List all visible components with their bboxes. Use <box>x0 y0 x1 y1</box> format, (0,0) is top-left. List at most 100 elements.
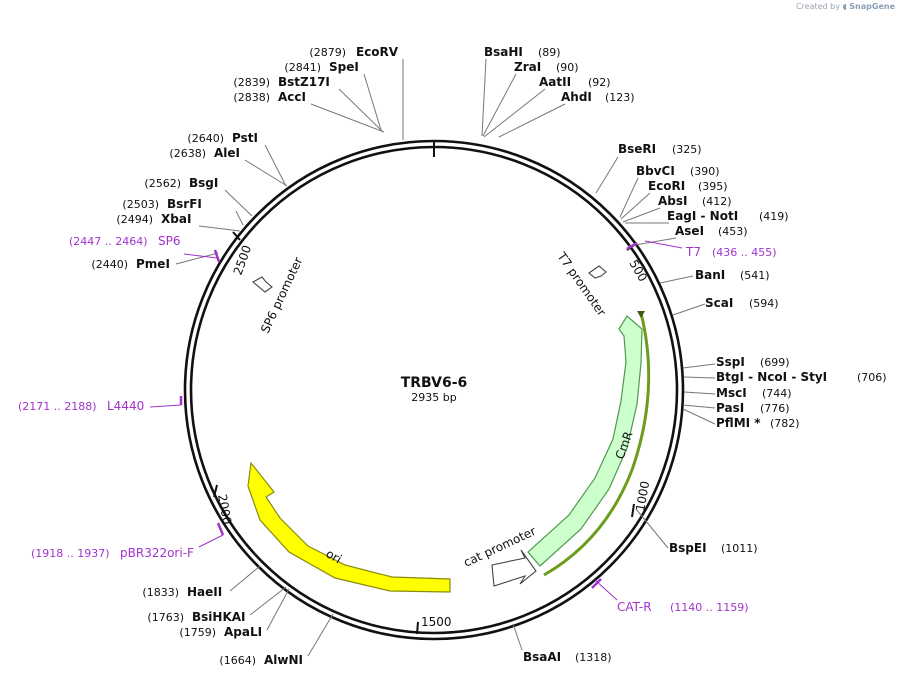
feature-sp6-promoter[interactable]: SP6 promoter <box>252 255 305 335</box>
tick-1500 <box>416 621 419 635</box>
alei-name: AleI <box>214 146 240 160</box>
t7-promoter-label: T7 promoter <box>554 249 609 319</box>
watermark-brand: SnapGene <box>849 2 895 11</box>
leader-absi <box>622 207 661 223</box>
zrai-name: ZraI <box>514 60 541 74</box>
alwni-position: (1664) <box>219 654 256 667</box>
bseri-position: (325) <box>672 143 702 156</box>
leader-psti <box>264 144 287 187</box>
sp6-primer-mark <box>213 249 221 263</box>
cmr-line-arrowhead <box>637 311 645 318</box>
pasi-name: PasI <box>716 401 744 415</box>
t7-primer-range: (436 .. 455) <box>712 246 777 259</box>
acci-name: AccI <box>278 90 306 104</box>
cat-r-primer-range: (1140 .. 1159) <box>670 601 749 614</box>
bsaai-name: BsaAI <box>523 650 561 664</box>
eagi-noti-name: EagI - NotI <box>667 209 738 223</box>
bsaai-position: (1318) <box>575 651 612 664</box>
pmei-name: PmeI <box>136 257 170 271</box>
tick-2000 <box>213 484 218 498</box>
pasi-position: (776) <box>760 402 790 415</box>
leader-bsgi <box>224 189 253 217</box>
msci-position: (744) <box>762 387 792 400</box>
watermark-prefix: Created by <box>795 2 840 11</box>
psti-position: (2640) <box>187 132 224 145</box>
sspi-name: SspI <box>716 355 745 369</box>
cat-promoter-arrow <box>491 549 537 587</box>
bsahi-name: BsaHI <box>484 45 523 59</box>
leader-bani <box>659 275 694 284</box>
pmei-position: (2440) <box>91 258 128 271</box>
plasmid-size: 2935 bp <box>411 391 456 404</box>
bstz17i-position: (2839) <box>233 76 270 89</box>
leader-zrai <box>482 73 517 137</box>
aatii-name: AatII <box>539 75 571 89</box>
apali-position: (1759) <box>179 626 216 639</box>
leader-bsihkai <box>249 586 287 616</box>
pbr322ori-f-primer-range: (1918 .. 1937) <box>31 547 110 560</box>
xbai-position: (2494) <box>116 213 153 226</box>
ahdi-position: (123) <box>605 91 635 104</box>
zrai-position: (90) <box>556 61 579 74</box>
bsahi-position: (89) <box>538 46 561 59</box>
feature-cmr[interactable]: CmR <box>527 315 643 567</box>
scai-name: ScaI <box>705 296 733 310</box>
sp6-primer-range: (2447 .. 2464) <box>69 235 148 248</box>
ecori-position: (395) <box>698 180 728 193</box>
leader-pmei <box>175 252 219 265</box>
leader-scai <box>672 303 706 316</box>
feature-ori[interactable]: ori <box>247 461 451 593</box>
btgi-ncoi-styi-position: (706) <box>857 371 887 384</box>
bsgi-name: BsgI <box>189 176 218 190</box>
eagi-noti-position: (419) <box>759 210 789 223</box>
pbr322ori-f-primer-name: pBR322ori-F <box>120 546 194 560</box>
apali-name: ApaLI <box>224 625 262 639</box>
scai-position: (594) <box>749 297 779 310</box>
leader-aatii <box>483 88 546 138</box>
leader-pasi <box>682 404 716 409</box>
t7-primer-mark <box>626 241 638 251</box>
cat-r-primer-name: CAT-R <box>617 600 652 614</box>
leader-ahdi <box>498 103 566 138</box>
bspei-position: (1011) <box>721 542 758 555</box>
btgi-ncoi-styi-name: BtgI - NcoI - StyI <box>716 370 827 384</box>
leader-ecori <box>620 192 651 220</box>
leader-acci <box>310 103 385 133</box>
leader-bsaai <box>512 623 523 651</box>
tick-label-1000: 1000 <box>633 480 652 513</box>
feature-cat-promoter[interactable]: cat promoter <box>461 524 538 587</box>
leader-pflmi <box>682 408 716 425</box>
acci-position: (2838) <box>233 91 270 104</box>
asei-position: (453) <box>718 225 748 238</box>
msci-name: MscI <box>716 386 747 400</box>
haeii-name: HaeII <box>187 585 222 599</box>
leader-bsrfi <box>235 210 244 226</box>
t7-promoter-arrow <box>588 265 607 279</box>
leader-spei <box>363 73 382 131</box>
ecori-name: EcoRI <box>648 179 685 193</box>
sp6-primer-leader <box>183 253 218 259</box>
pbr322ori-primer-mark <box>216 522 225 536</box>
leader-bseri <box>595 156 619 194</box>
bbvci-position: (390) <box>690 165 720 178</box>
primer-labels: T7 (436 .. 455) CAT-R (1140 .. 1159) (19… <box>18 234 777 614</box>
ori-arrow <box>247 461 451 593</box>
tick-1000 <box>631 503 635 518</box>
feature-t7-promoter[interactable]: T7 promoter <box>554 249 609 319</box>
leader-bsahi <box>481 58 487 137</box>
spei-name: SpeI <box>329 60 359 74</box>
pflmi-position: (782) <box>770 417 800 430</box>
bspei-name: BspEI <box>669 541 707 555</box>
leader-alwni <box>307 613 334 657</box>
bseri-name: BseRI <box>618 142 656 156</box>
cmr-highlight-line <box>543 311 651 577</box>
l4440-primer-name: L4440 <box>107 399 144 413</box>
leader-btgi <box>683 376 716 379</box>
bsrfi-position: (2503) <box>122 198 159 211</box>
snapgene-watermark: Created by ◖ SnapGene <box>796 2 895 11</box>
ecorv-position: (2879) <box>309 46 346 59</box>
bbvci-name: BbvCI <box>636 164 675 178</box>
leader-apali <box>266 588 290 631</box>
bani-name: BanI <box>695 268 725 282</box>
tick-label-2500: 2500 <box>231 243 255 276</box>
